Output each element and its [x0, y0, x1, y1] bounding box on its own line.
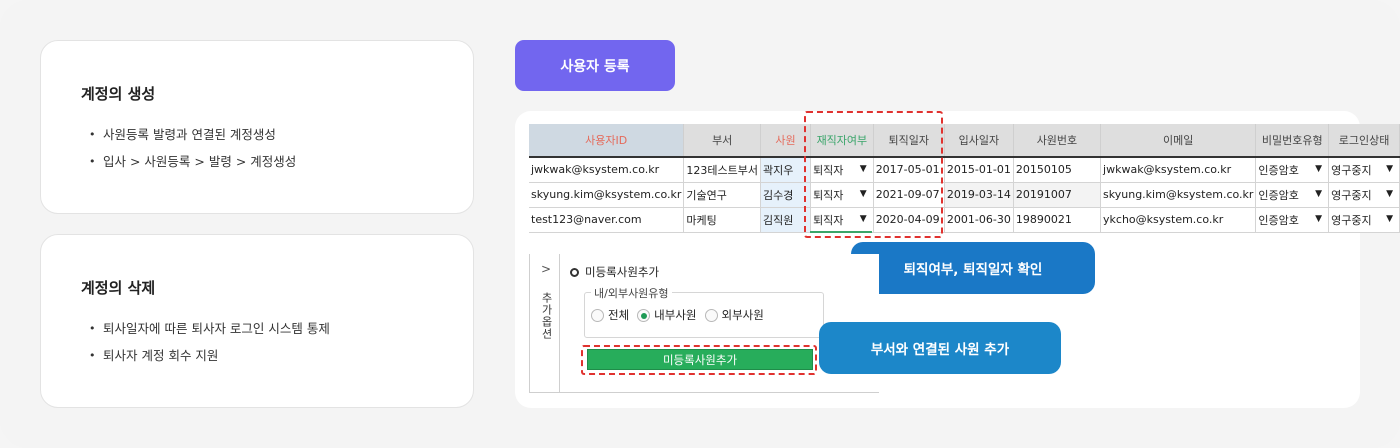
cell-employment-status[interactable]: 퇴직자 ▼ [810, 182, 874, 208]
col-emp-no[interactable]: 사원번호 [1013, 124, 1102, 157]
dropdown-arrow-icon[interactable]: ▼ [1386, 188, 1393, 199]
cell-emp-no[interactable]: 20191007 [1013, 182, 1102, 208]
cell-dept[interactable]: 123테스트부서 [683, 156, 761, 183]
retire-check-callout: 퇴직여부, 퇴직일자 확인 [851, 242, 1095, 294]
radio-label: 내부사원 [654, 308, 697, 322]
section-title-text: 미등록사원추가 [585, 265, 660, 279]
table-row[interactable]: test123@naver.com 마케팅 김직원 퇴직자 ▼ 2020-04-0… [529, 207, 1400, 233]
employee-type-group: 내/외부사원유형 전체 내부사원 외부사원 [584, 285, 824, 338]
table-row[interactable]: skyung.kim@ksystem.co.kr 기술연구 김수경 퇴직자 ▼ 2… [529, 182, 1400, 208]
bullet-item: 입사 > 사원등록 > 발령 > 계정생성 [89, 148, 296, 175]
account-creation-card: 계정의 생성 사원등록 발령과 연결된 계정생성 입사 > 사원등록 > 발령 … [40, 40, 474, 214]
cell-user-id[interactable]: skyung.kim@ksystem.co.kr [529, 182, 685, 208]
dropdown-arrow-icon[interactable]: ▼ [1315, 188, 1323, 199]
cell-employee[interactable]: 김직원 [760, 207, 812, 233]
group-label: 내/외부사원유형 [591, 285, 672, 301]
cell-password-type[interactable]: 인증암호 ▼ [1255, 156, 1330, 183]
col-user-id[interactable]: 사용자ID [529, 124, 685, 157]
col-employment-status[interactable]: 재직자여부 [810, 124, 874, 157]
radio-all[interactable]: 전체 [591, 307, 629, 323]
radio-label: 전체 [608, 308, 630, 322]
radio-circle[interactable] [704, 308, 718, 322]
dropdown-arrow-icon[interactable]: ▼ [1315, 213, 1323, 224]
bullet-item: 사원등록 발령과 연결된 계정생성 [89, 121, 296, 148]
dropdown-arrow-icon[interactable]: ▼ [1386, 213, 1393, 224]
user-registration-title: 사용자 등록 [515, 40, 675, 91]
cell-employee[interactable]: 곽지우 [760, 156, 812, 183]
cell-email[interactable]: skyung.kim@ksystem.co.kr [1100, 182, 1257, 208]
bullet-list: 사원등록 발령과 연결된 계정생성 입사 > 사원등록 > 발령 > 계정생성 [89, 121, 296, 175]
cell-join-date[interactable]: 2015-01-01 [944, 156, 1014, 183]
cell-password-type[interactable]: 인증암호 ▼ [1255, 207, 1330, 233]
dropdown-arrow-icon[interactable]: ▼ [859, 213, 867, 224]
cell-login-status[interactable]: 영구중지 ▼ [1328, 182, 1400, 208]
password-type-value: 인증암호 [1258, 213, 1299, 227]
cell-user-id[interactable]: test123@naver.com [529, 207, 685, 233]
cell-user-id[interactable]: jwkwak@ksystem.co.kr [529, 156, 685, 183]
unregistered-section-title: 미등록사원추가 [570, 264, 659, 280]
col-join-date[interactable]: 입사일자 [944, 124, 1014, 157]
cell-emp-no[interactable]: 20150105 [1013, 156, 1102, 183]
circle-icon [570, 268, 579, 277]
cell-retire-date[interactable]: 2017-05-01 [873, 156, 945, 183]
login-status-value: 영구중지 [1331, 163, 1372, 177]
cell-employment-status[interactable]: 퇴직자 ▼ [810, 156, 874, 183]
status-value: 퇴직자 [813, 213, 844, 227]
retire-highlight-box [804, 111, 943, 238]
radio-external[interactable]: 외부사원 [704, 307, 764, 323]
card-title: 계정의 생성 [81, 85, 156, 103]
card-title: 계정의 삭제 [81, 279, 156, 297]
password-type-value: 인증암호 [1258, 163, 1299, 177]
login-status-value: 영구중지 [1331, 213, 1372, 227]
radio-label: 외부사원 [721, 308, 764, 322]
dropdown-arrow-icon[interactable]: ▼ [859, 188, 867, 199]
cell-retire-date[interactable]: 2021-09-07 [873, 182, 945, 208]
cell-dept[interactable]: 마케팅 [683, 207, 761, 233]
cell-login-status[interactable]: 영구중지 ▼ [1328, 156, 1400, 183]
dropdown-arrow-icon[interactable]: ▼ [1386, 164, 1393, 174]
user-grid: 사용자ID 부서 사원 재직자여부 퇴직일자 입사일자 사원번호 이메일 비밀번… [529, 124, 1400, 233]
col-dept[interactable]: 부서 [683, 124, 761, 157]
cell-email[interactable]: jwkwak@ksystem.co.kr [1100, 156, 1257, 183]
cell-employee[interactable]: 김수경 [760, 182, 812, 208]
status-value: 퇴직자 [813, 188, 844, 202]
cell-join-date[interactable]: 2019-03-14 [944, 182, 1014, 208]
table-row[interactable]: jwkwak@ksystem.co.kr 123테스트부서 곽지우 퇴직자 ▼ 2… [529, 156, 1400, 183]
chevron-right-icon[interactable]: > [541, 262, 552, 276]
status-value: 퇴직자 [813, 163, 844, 177]
bullet-item: 퇴사일자에 따른 퇴사자 로그인 시스템 통제 [89, 315, 330, 342]
cell-emp-no[interactable]: 19890021 [1013, 207, 1102, 233]
cell-join-date[interactable]: 2001-06-30 [944, 207, 1014, 233]
add-unregistered-button[interactable]: 미등록사원추가 [587, 349, 813, 370]
radio-internal[interactable]: 내부사원 [637, 307, 697, 323]
col-employee[interactable]: 사원 [760, 124, 812, 157]
options-sidebar-label: 추가옵션 [540, 292, 553, 340]
col-login-status[interactable]: 로그인상태 [1328, 124, 1400, 157]
cell-login-status[interactable]: 영구중지 ▼ [1328, 207, 1400, 233]
account-deletion-card: 계정의 삭제 퇴사일자에 따른 퇴사자 로그인 시스템 통제 퇴사자 계정 회수… [40, 234, 474, 408]
add-button-highlight-box [581, 345, 817, 375]
password-type-value: 인증암호 [1258, 188, 1299, 202]
cell-employment-status[interactable]: 퇴직자 ▼ [810, 207, 874, 233]
cell-dept[interactable]: 기술연구 [683, 182, 761, 208]
col-email[interactable]: 이메일 [1100, 124, 1257, 157]
cell-password-type[interactable]: 인증암호 ▼ [1255, 182, 1330, 208]
radio-options: 전체 내부사원 외부사원 [591, 307, 764, 323]
grid-header-row: 사용자ID 부서 사원 재직자여부 퇴직일자 입사일자 사원번호 이메일 비밀번… [529, 124, 1400, 157]
radio-circle-selected[interactable] [637, 308, 651, 322]
login-status-value: 영구중지 [1331, 188, 1372, 202]
cell-email[interactable]: ykcho@ksystem.co.kr [1100, 207, 1257, 233]
col-retire-date[interactable]: 퇴직일자 [873, 124, 945, 157]
dropdown-arrow-icon[interactable]: ▼ [859, 164, 867, 174]
add-by-dept-callout: 부서와 연결된 사원 추가 [819, 322, 1061, 374]
cell-retire-date[interactable]: 2020-04-09 [873, 207, 945, 233]
status-underline [810, 231, 872, 233]
additional-options-panel: > 추가옵션 미등록사원추가 내/외부사원유형 전체 내부사원 외부사원 미등록… [529, 254, 879, 393]
options-sidebar: > 추가옵션 [530, 254, 560, 393]
dropdown-arrow-icon[interactable]: ▼ [1315, 164, 1323, 174]
bullet-list: 퇴사일자에 따른 퇴사자 로그인 시스템 통제 퇴사자 계정 회수 지원 [89, 315, 330, 369]
col-password-type[interactable]: 비밀번호유형 [1255, 124, 1330, 157]
radio-circle[interactable] [591, 308, 604, 322]
bullet-item: 퇴사자 계정 회수 지원 [89, 342, 330, 369]
